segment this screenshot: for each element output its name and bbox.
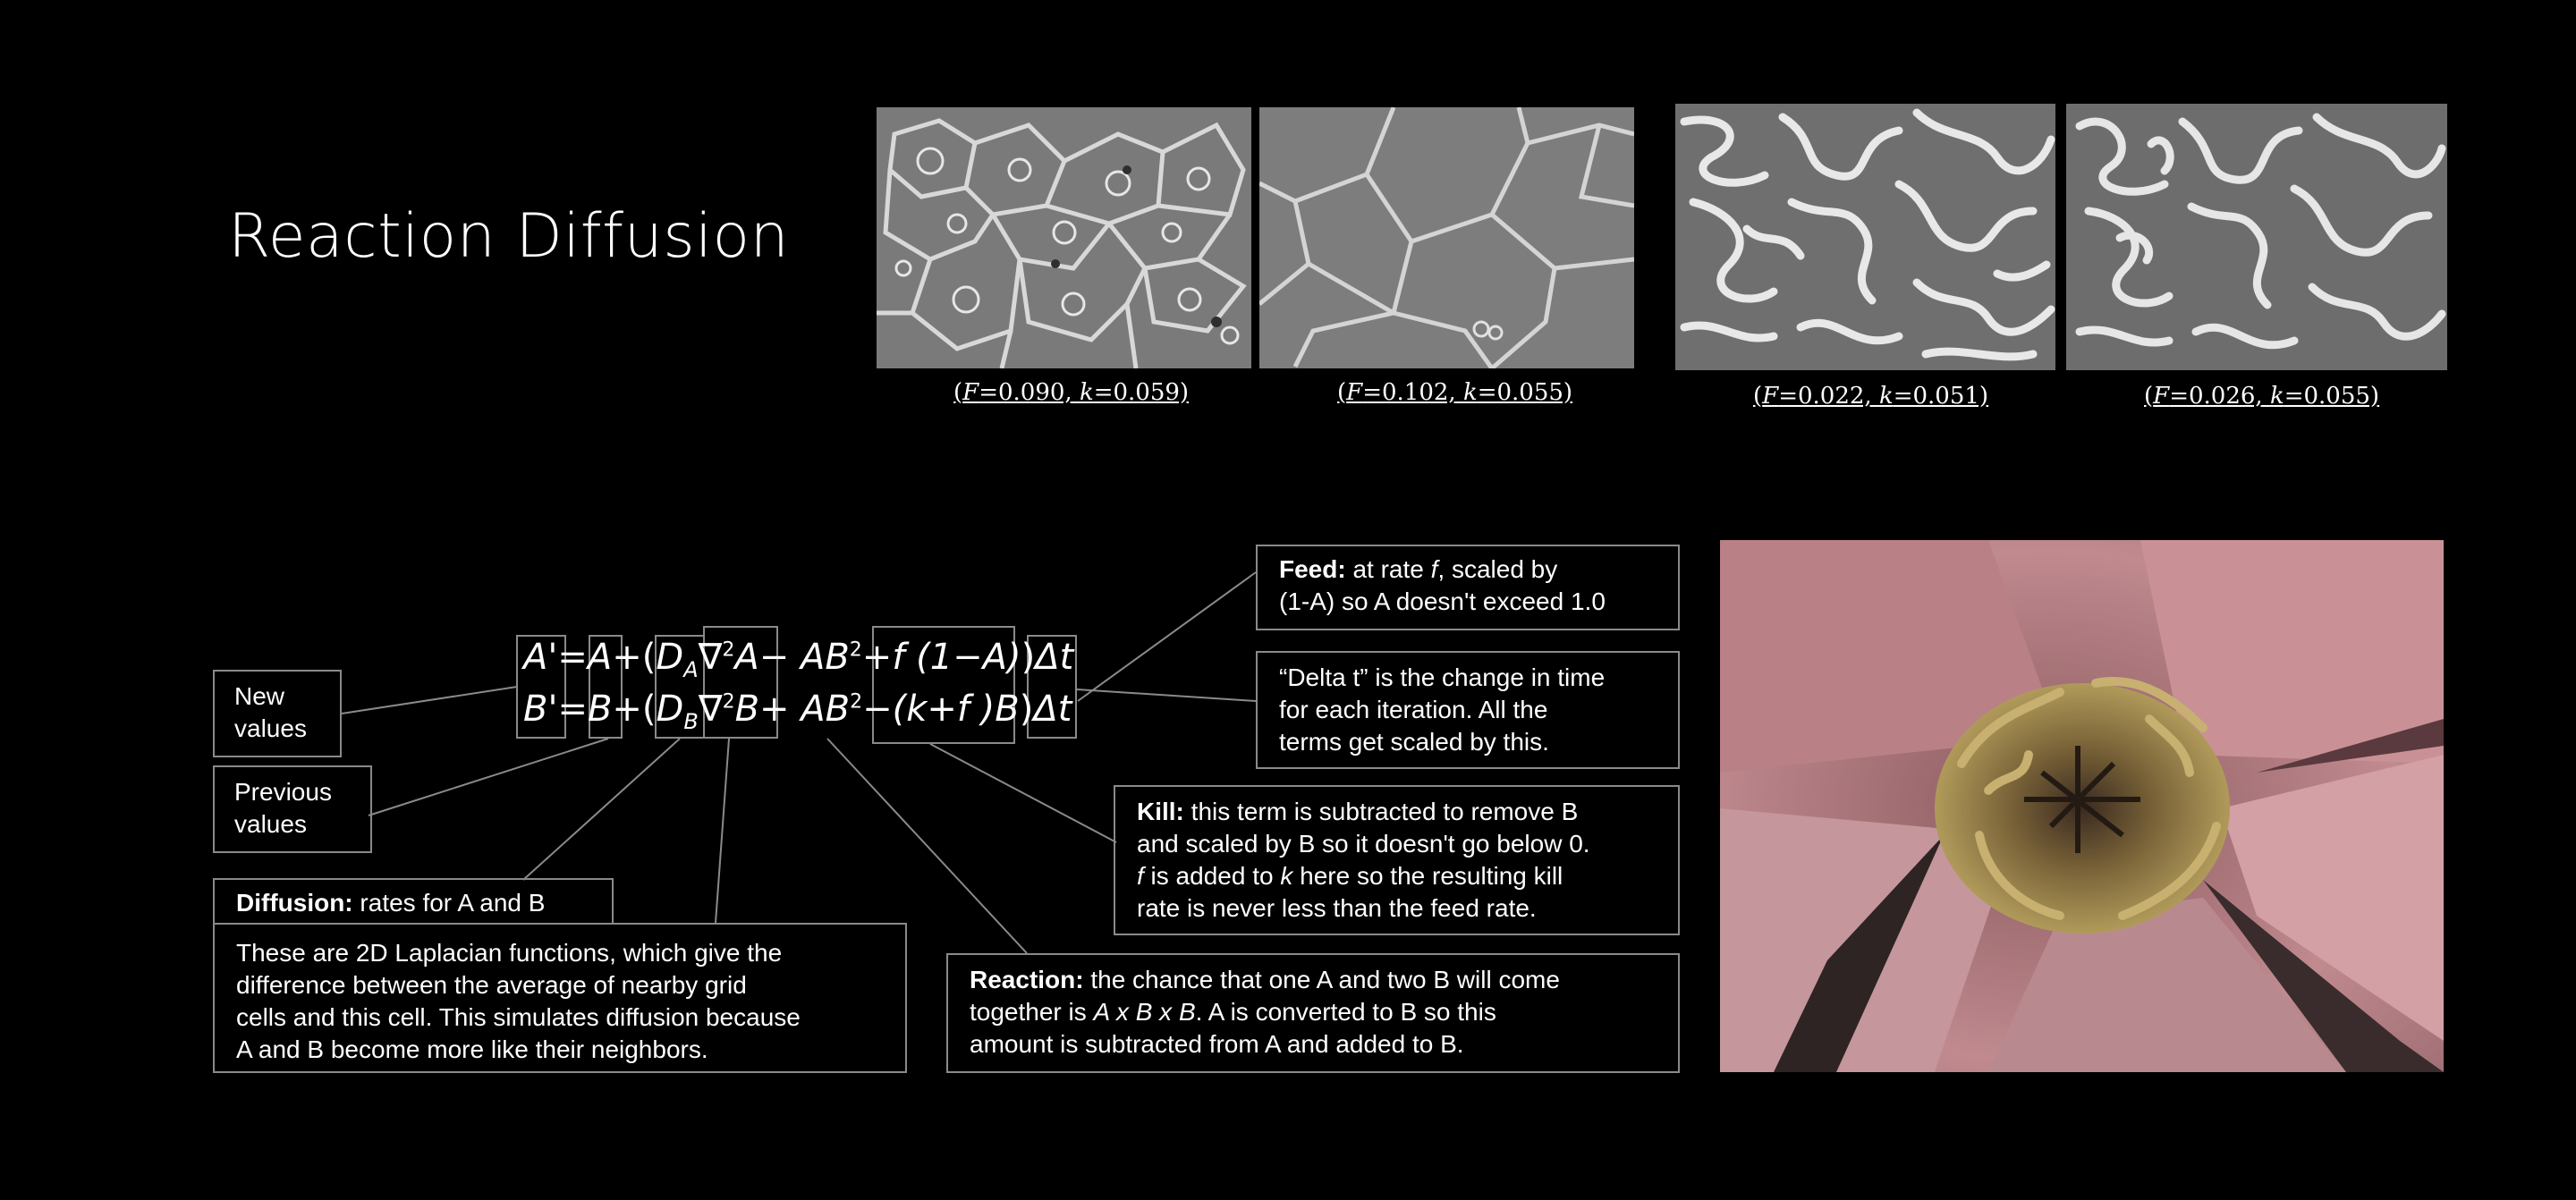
kill-label: Kill: this term is subtracted to remove …: [1114, 785, 1680, 935]
eq-cell-laplacian: [703, 626, 778, 739]
pattern-thumbnail-1: [877, 107, 1251, 368]
eq-cell-new-values: [516, 635, 566, 739]
diffusion-header-label: Diffusion: rates for A and B: [213, 878, 614, 925]
flower-photo: [1720, 540, 2444, 1072]
thumbnail-caption-3: (F=0.022, k=0.051): [1753, 383, 1989, 410]
eq-cell-feed-kill: [872, 626, 1015, 744]
thumbnail-caption-2: (F=0.102, k=0.055): [1337, 379, 1573, 406]
reaction-label: Reaction: the chance that one A and two …: [946, 953, 1680, 1073]
thumbnail-caption-1: (F=0.090, k=0.059): [953, 379, 1190, 406]
eq-cell-previous-values: [589, 635, 623, 739]
feed-label: Feed: at rate f, scaled by (1-A) so A do…: [1256, 545, 1680, 630]
slide-title: Reaction Diffusion: [228, 201, 790, 272]
pattern-thumbnail-3: [1675, 104, 2055, 370]
thumbnail-caption-4: (F=0.026, k=0.055): [2144, 383, 2380, 410]
eq-cell-delta-t: [1027, 635, 1077, 739]
diffusion-description: These are 2D Laplacian functions, which …: [213, 923, 907, 1073]
equation-row-a: A'=A+(DA∇2A− AB2+f (1−A))Δt: [523, 637, 1074, 682]
pattern-thumbnail-4: [2066, 104, 2447, 370]
equation-row-b: B'=B+(DB∇2B+ AB2−(k+f )B)Δt: [523, 689, 1072, 734]
pattern-thumbnail-2: [1259, 107, 1634, 368]
